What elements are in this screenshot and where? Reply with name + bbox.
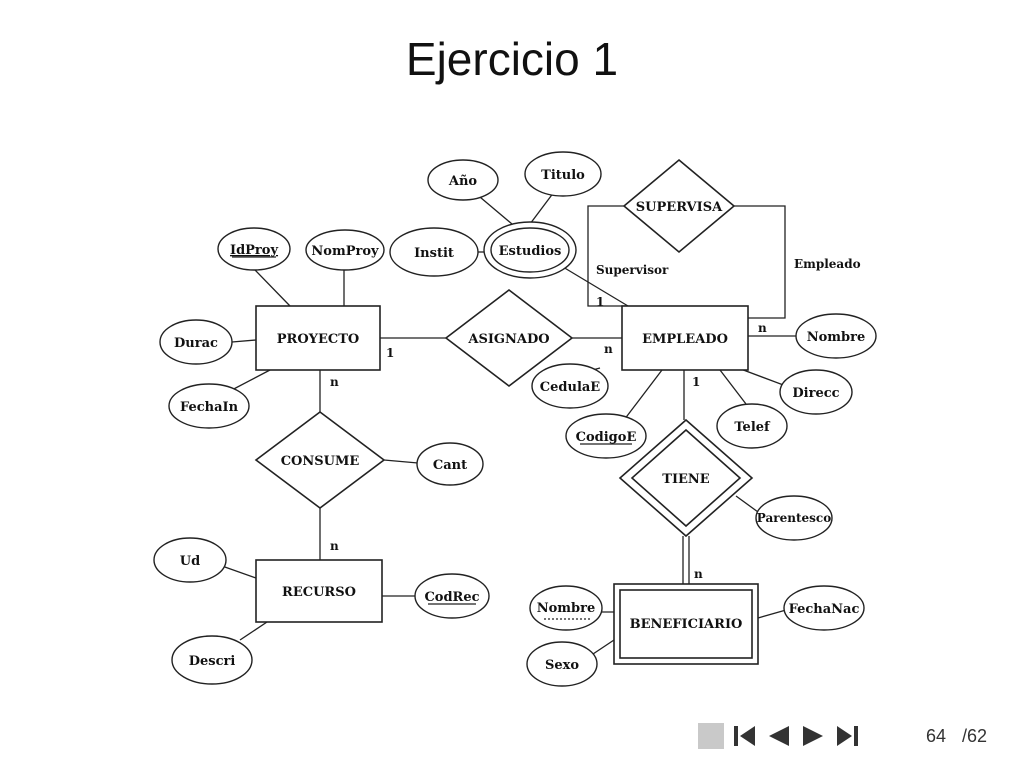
entity-beneficiario: BENEFICIARIO bbox=[613, 583, 759, 665]
svg-text:PROYECTO: PROYECTO bbox=[277, 332, 359, 347]
page-total: /62 bbox=[962, 726, 988, 746]
svg-text:EMPLEADO: EMPLEADO bbox=[642, 332, 728, 347]
cardinality-label: 1 bbox=[386, 346, 394, 360]
entity-proyecto: PROYECTO bbox=[255, 305, 381, 371]
last-page-icon[interactable] bbox=[834, 723, 860, 749]
svg-text:Durac: Durac bbox=[174, 336, 218, 351]
svg-text:IdProy: IdProy bbox=[230, 243, 278, 258]
svg-text:NomProy: NomProy bbox=[311, 244, 379, 259]
attribute-parentesco: Parentesco bbox=[755, 495, 833, 541]
svg-text:CONSUME: CONSUME bbox=[281, 454, 360, 469]
attribute-durac: Durac bbox=[159, 319, 233, 365]
svg-text:ASIGNADO: ASIGNADO bbox=[467, 332, 549, 347]
svg-text:FechaIn: FechaIn bbox=[180, 400, 239, 415]
attribute-titulo: Titulo bbox=[524, 151, 602, 197]
attribute-codigoe: CodigoE bbox=[565, 413, 647, 459]
slide-navigation bbox=[698, 722, 868, 750]
relationship-tiene: TIENE bbox=[618, 418, 754, 538]
attribute-nombre-empleado: Nombre bbox=[795, 313, 877, 359]
relationship-asignado: ASIGNADO bbox=[444, 288, 574, 388]
slide-title: Ejercicio 1 bbox=[405, 33, 619, 85]
attribute-descri: Descri bbox=[171, 635, 253, 685]
attribute-cedulae: CedulaE bbox=[531, 363, 609, 409]
cardinality-label: n bbox=[694, 567, 703, 581]
attribute-codrec: CodRec bbox=[414, 573, 490, 619]
svg-text:Direcc: Direcc bbox=[792, 386, 839, 401]
blank-icon bbox=[698, 723, 724, 749]
first-page-icon[interactable] bbox=[732, 723, 758, 749]
attribute-fechanac: FechaNac bbox=[783, 585, 865, 631]
svg-text:Telef: Telef bbox=[734, 420, 771, 435]
attribute-instit: Instit bbox=[389, 227, 479, 277]
svg-text:Año: Año bbox=[448, 174, 478, 189]
cardinality-label: 1 bbox=[692, 375, 700, 389]
svg-text:Estudios: Estudios bbox=[499, 244, 562, 259]
attribute-estudios: Estudios bbox=[483, 221, 577, 279]
attribute-anio: Año bbox=[427, 159, 499, 201]
attribute-sexo: Sexo bbox=[526, 641, 598, 687]
attribute-nomproy: NomProy bbox=[305, 229, 385, 271]
svg-text:Sexo: Sexo bbox=[545, 658, 579, 673]
attribute-fechain: FechaIn bbox=[168, 383, 250, 429]
attribute-nombre-beneficiario: Nombre bbox=[529, 585, 603, 631]
role-supervisor: Supervisor bbox=[596, 263, 669, 277]
entity-empleado: EMPLEADO bbox=[621, 305, 749, 371]
svg-text:Descri: Descri bbox=[189, 654, 236, 669]
relationship-consume: CONSUME bbox=[254, 411, 386, 509]
cardinality-label: n bbox=[330, 375, 339, 389]
attribute-idproy: IdProy bbox=[217, 227, 291, 271]
attribute-direcc: Direcc bbox=[779, 369, 853, 415]
svg-text:CedulaE: CedulaE bbox=[540, 380, 601, 395]
svg-text:Titulo: Titulo bbox=[541, 168, 585, 183]
svg-text:CodigoE: CodigoE bbox=[576, 430, 637, 445]
svg-text:FechaNac: FechaNac bbox=[789, 602, 860, 617]
relationship-supervisa: SUPERVISA bbox=[622, 158, 736, 254]
page-current: 64 bbox=[926, 726, 947, 746]
svg-text:Ud: Ud bbox=[180, 554, 200, 569]
svg-text:Nombre: Nombre bbox=[537, 601, 596, 616]
svg-text:CodRec: CodRec bbox=[424, 590, 479, 605]
connector-lines bbox=[221, 191, 796, 657]
cardinality-label: 1 bbox=[596, 295, 604, 309]
cardinality-label: n bbox=[604, 342, 613, 356]
svg-text:SUPERVISA: SUPERVISA bbox=[636, 200, 723, 215]
svg-text:RECURSO: RECURSO bbox=[282, 585, 356, 600]
svg-text:TIENE: TIENE bbox=[662, 472, 710, 487]
svg-text:Cant: Cant bbox=[433, 458, 467, 473]
cardinality-label: n bbox=[330, 539, 339, 553]
role-empleado: Empleado bbox=[794, 257, 861, 271]
attribute-cant: Cant bbox=[416, 442, 484, 486]
svg-text:Instit: Instit bbox=[414, 246, 454, 261]
entity-recurso: RECURSO bbox=[255, 559, 383, 623]
svg-text:Parentesco: Parentesco bbox=[757, 511, 831, 525]
svg-text:Nombre: Nombre bbox=[807, 330, 866, 345]
prev-page-icon[interactable] bbox=[766, 723, 792, 749]
attribute-ud: Ud bbox=[153, 537, 227, 583]
svg-text:BENEFICIARIO: BENEFICIARIO bbox=[630, 617, 743, 632]
next-page-icon[interactable] bbox=[800, 723, 826, 749]
attribute-telef: Telef bbox=[716, 403, 788, 449]
cardinality-label: n bbox=[758, 321, 767, 335]
